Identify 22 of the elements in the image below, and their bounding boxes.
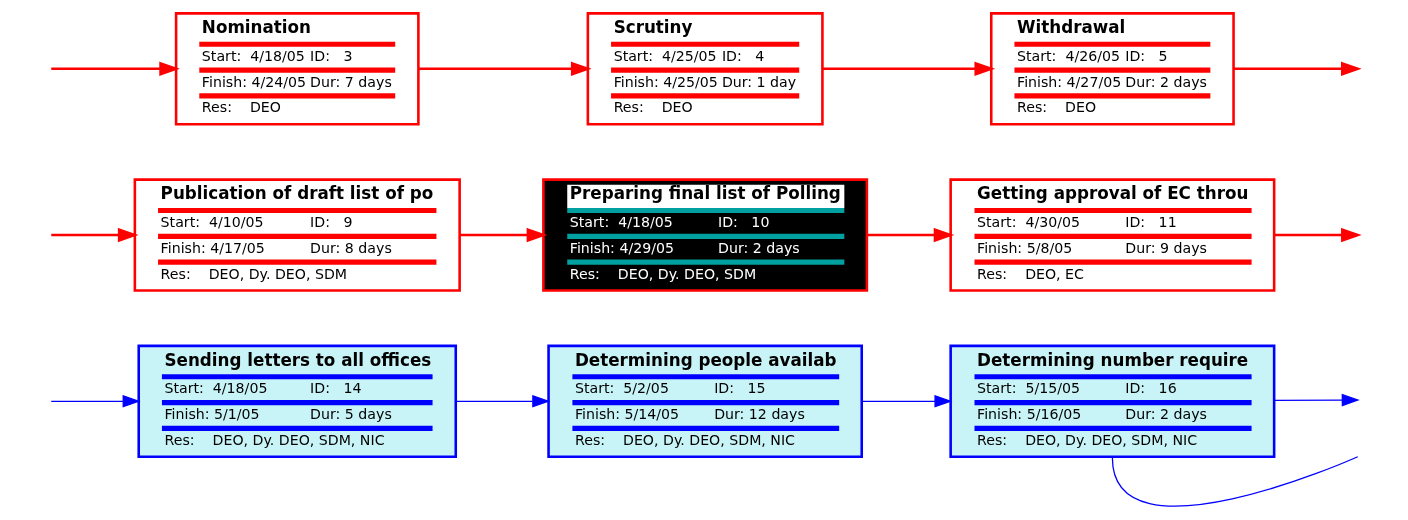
arrow [418,61,592,76]
arrow [866,227,954,243]
node-box: Withdrawal Start: 4/26/05 ID: 5 Finish: 4/27/05 Dur: 2 days Res: DEO [989,12,1235,126]
arrow [454,394,550,408]
connector [1111,456,1358,507]
arrow [459,227,547,243]
arrow [860,394,952,408]
arrow [50,394,141,408]
node-box: Publication of draft list of po Start: 4/10/05 ID: 9 Finish: 4/17/05 Dur: 8 days Res: DEO, Dy. DEO, SDM [133,178,461,292]
node-box: Sending letters to all offices Start: 4/18/05 ID: 14 Finish: 5/1/05 Dur: 5 days Res: DEO, Dy. DEO, SDM, NIC [136,344,457,458]
node-box: Preparing final list of Polling Start: 4/18/05 ID: 10 Finish: 4/29/05 Dur: 2 days Res: DEO, Dy. DEO, SDM [541,178,868,292]
node-box: Determining people availab Start: 5/2/05 ID: 15 Finish: 5/14/05 Dur: 12 days Res: DEO, Dy. DEO, SDM, NIC [546,344,863,458]
arrow [1233,61,1362,76]
arrow [1273,393,1360,407]
arrow [822,61,995,76]
node-box: Scrutiny Start: 4/25/05 ID: 4 Finish: 4/25/05 Dur: 1 day Res: DEO [586,12,824,126]
arrow [1273,227,1362,243]
arrow [50,227,139,243]
arrow [50,61,180,76]
node-box: Determining number require Start: 5/15/05 ID: 16 Finish: 5/16/05 Dur: 2 days Res: DEO, Dy. DEO, SDM, NIC [948,344,1275,458]
node-box: Getting approval of EC throu Start: 4/30/05 ID: 11 Finish: 5/8/05 Dur: 9 days Res: DEO, EC [948,178,1275,292]
node-box: Nomination Start: 4/18/05 ID: 3 Finish: 4/24/05 Dur: 7 days Res: DEO [174,12,420,126]
